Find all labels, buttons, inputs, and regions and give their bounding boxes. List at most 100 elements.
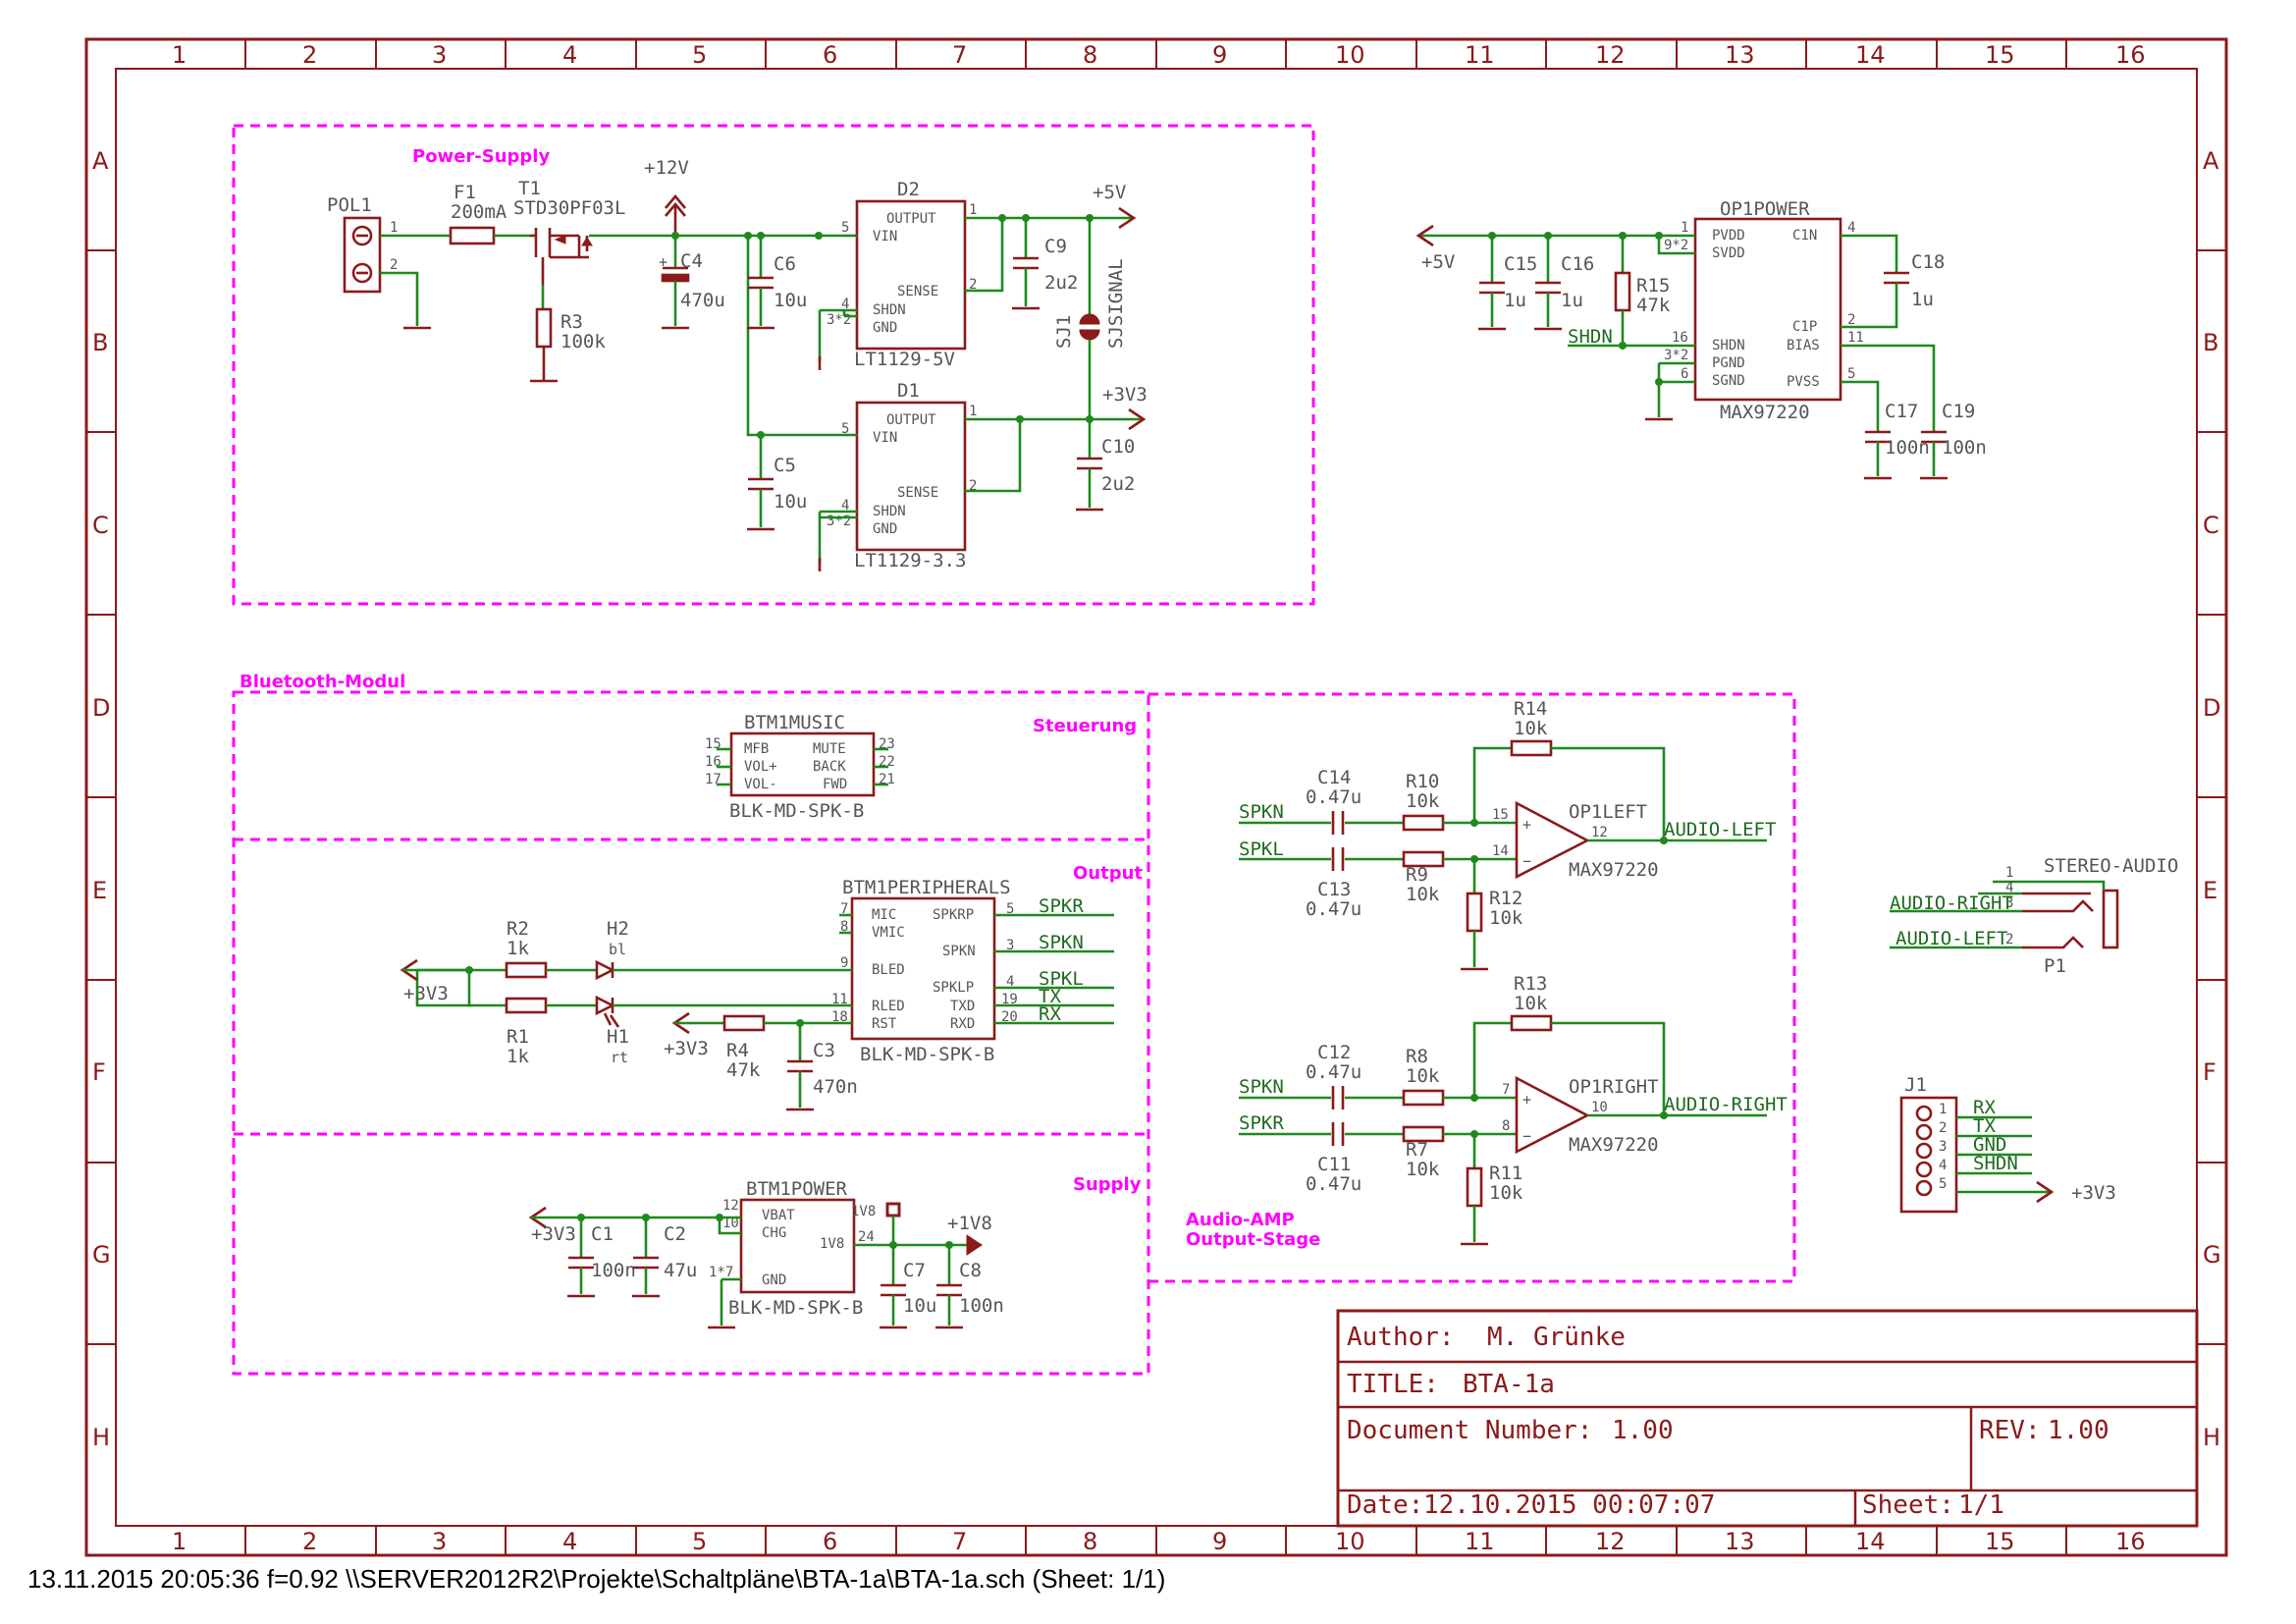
pin-name: VOL+ (744, 759, 777, 775)
op1right-amplifier (1515, 1075, 1590, 1155)
grid-col: 3 (432, 41, 447, 69)
p3v3-arrow (2036, 1180, 2055, 1204)
grid-col: 14 (1855, 41, 1886, 69)
bluetooth-title: Bluetooth-Modul (240, 672, 405, 692)
c13-value: 0.47u (1306, 898, 1362, 920)
audio-amp-title: Audio-AMP (1186, 1210, 1295, 1230)
grid-col: 3 (432, 1528, 447, 1555)
amp-left-in-spkn: SPKN (1239, 801, 1284, 823)
grid-col: 6 (823, 1528, 837, 1555)
pin-name: C1P (1792, 319, 1817, 335)
power-supply-box (232, 124, 1315, 606)
p3v3-arrow (1128, 407, 1147, 431)
r12-value: 10k (1489, 907, 1523, 929)
net-tx: TX (1039, 986, 1061, 1007)
grid-row: G (92, 1241, 111, 1269)
svg-text:4: 4 (1006, 974, 1014, 990)
pin-name: SGND (1712, 373, 1745, 389)
net-spkn: SPKN (1039, 932, 1084, 953)
r8-resistor (1402, 1089, 1445, 1107)
p1v8-arrow (966, 1234, 983, 1256)
grid-col: 9 (1212, 1528, 1227, 1555)
svg-text:−: − (1522, 852, 1531, 870)
j1-net-rx: RX (1973, 1097, 1996, 1118)
pin-name: VOL- (744, 777, 777, 792)
svg-text:10: 10 (722, 1216, 739, 1231)
grid-col: 13 (1725, 1528, 1755, 1555)
c9-label: C9 (1044, 236, 1067, 257)
grid-row: C (92, 512, 109, 539)
op1power-5v: +5V (1421, 251, 1455, 273)
r11-value: 10k (1489, 1182, 1523, 1204)
svg-text:2: 2 (1847, 312, 1855, 328)
grid-col: 16 (2115, 1528, 2146, 1555)
r9-label: R9 (1406, 864, 1428, 886)
grid-col: 13 (1725, 41, 1755, 69)
pin-name: SPKLP (933, 980, 974, 996)
f1-value: 200mA (451, 201, 507, 223)
r12-label: R12 (1489, 888, 1522, 909)
pin-name: BIAS (1787, 338, 1820, 353)
pin-name: MFB (744, 741, 769, 757)
r9-value: 10k (1406, 884, 1440, 905)
net-spkl: SPKL (1039, 968, 1084, 990)
h2-value: bl (609, 941, 626, 958)
pin-name: GND (873, 320, 897, 336)
op1right-label: OP1RIGHT (1569, 1076, 1659, 1098)
c10-value: 2u2 (1101, 473, 1135, 495)
d1-regulator (855, 401, 967, 552)
c12-value: 0.47u (1306, 1061, 1362, 1083)
c17-value: 100n (1885, 437, 1930, 459)
pin-name: GND (762, 1272, 786, 1288)
stereo-audio-label: STEREO-AUDIO (2044, 855, 2178, 877)
h1-led (595, 995, 615, 1016)
grid-col: 5 (692, 41, 707, 69)
stereo-audio-section: STEREO-AUDIO P1 1 4 3 2 AUDIO-RIGHT AUDI… (1890, 855, 2178, 977)
r3-label: R3 (561, 311, 583, 333)
pin-name: C1N (1792, 228, 1817, 244)
grid-col: 4 (562, 1528, 577, 1555)
grid-row: C (2203, 512, 2219, 539)
c3-value: 470n (813, 1076, 858, 1098)
h1-label: H1 (607, 1026, 629, 1048)
j1-net-shdn: SHDN (1973, 1153, 2018, 1174)
grid-col: 7 (952, 1528, 967, 1555)
c14-value: 0.47u (1306, 786, 1362, 808)
svg-text:18: 18 (831, 1009, 848, 1025)
d2-type: LT1129-5V (854, 349, 955, 370)
pin-name: TXD (950, 999, 975, 1014)
op1power-ic (1693, 217, 1842, 402)
svg-text:1*7: 1*7 (709, 1265, 733, 1280)
title-label: TITLE: (1347, 1370, 1439, 1399)
svg-text:5: 5 (1847, 366, 1855, 382)
row-labels-right: A B C D E F G H (2203, 147, 2221, 1451)
svg-text:7: 7 (1502, 1082, 1510, 1098)
amp-left-in-spkl: SPKL (1239, 839, 1284, 860)
amp-right-in-spkr: SPKR (1239, 1112, 1284, 1134)
c3-label: C3 (813, 1040, 835, 1061)
pin-name: SPKN (942, 944, 976, 959)
j1-section: J1 1 2 3 4 5 RX TX GND SHDN +3V3 (1899, 1074, 2116, 1214)
op1left-amplifier (1515, 800, 1590, 880)
d1-type: LT1129-3.3 (854, 550, 966, 571)
pin-name: BLED (872, 962, 905, 978)
r3-resistor (535, 307, 553, 349)
grid-col: 8 (1083, 41, 1097, 69)
r10-value: 10k (1406, 790, 1440, 812)
c1-value: 100n (591, 1260, 636, 1281)
svg-text:5: 5 (1006, 901, 1014, 917)
d2-label: D2 (897, 179, 920, 200)
d1-label: D1 (897, 380, 920, 402)
v12-label: +12V (644, 157, 689, 179)
svg-text:11: 11 (1847, 330, 1864, 346)
op1power-label: OP1POWER (1720, 198, 1810, 220)
supply-title: Supply (1073, 1174, 1142, 1195)
r8-value: 10k (1406, 1065, 1440, 1087)
svg-text:3*2: 3*2 (827, 514, 851, 529)
pin-name: RLED (872, 999, 905, 1014)
grid-row: B (2203, 329, 2218, 356)
btm1peripherals-label: BTM1PERIPHERALS (842, 877, 1011, 898)
pin-name: SVDD (1712, 245, 1745, 261)
sj1-value: SJSIGNAL (1105, 258, 1127, 349)
btm1peripherals-type: BLK-MD-SPK-B (860, 1044, 994, 1065)
